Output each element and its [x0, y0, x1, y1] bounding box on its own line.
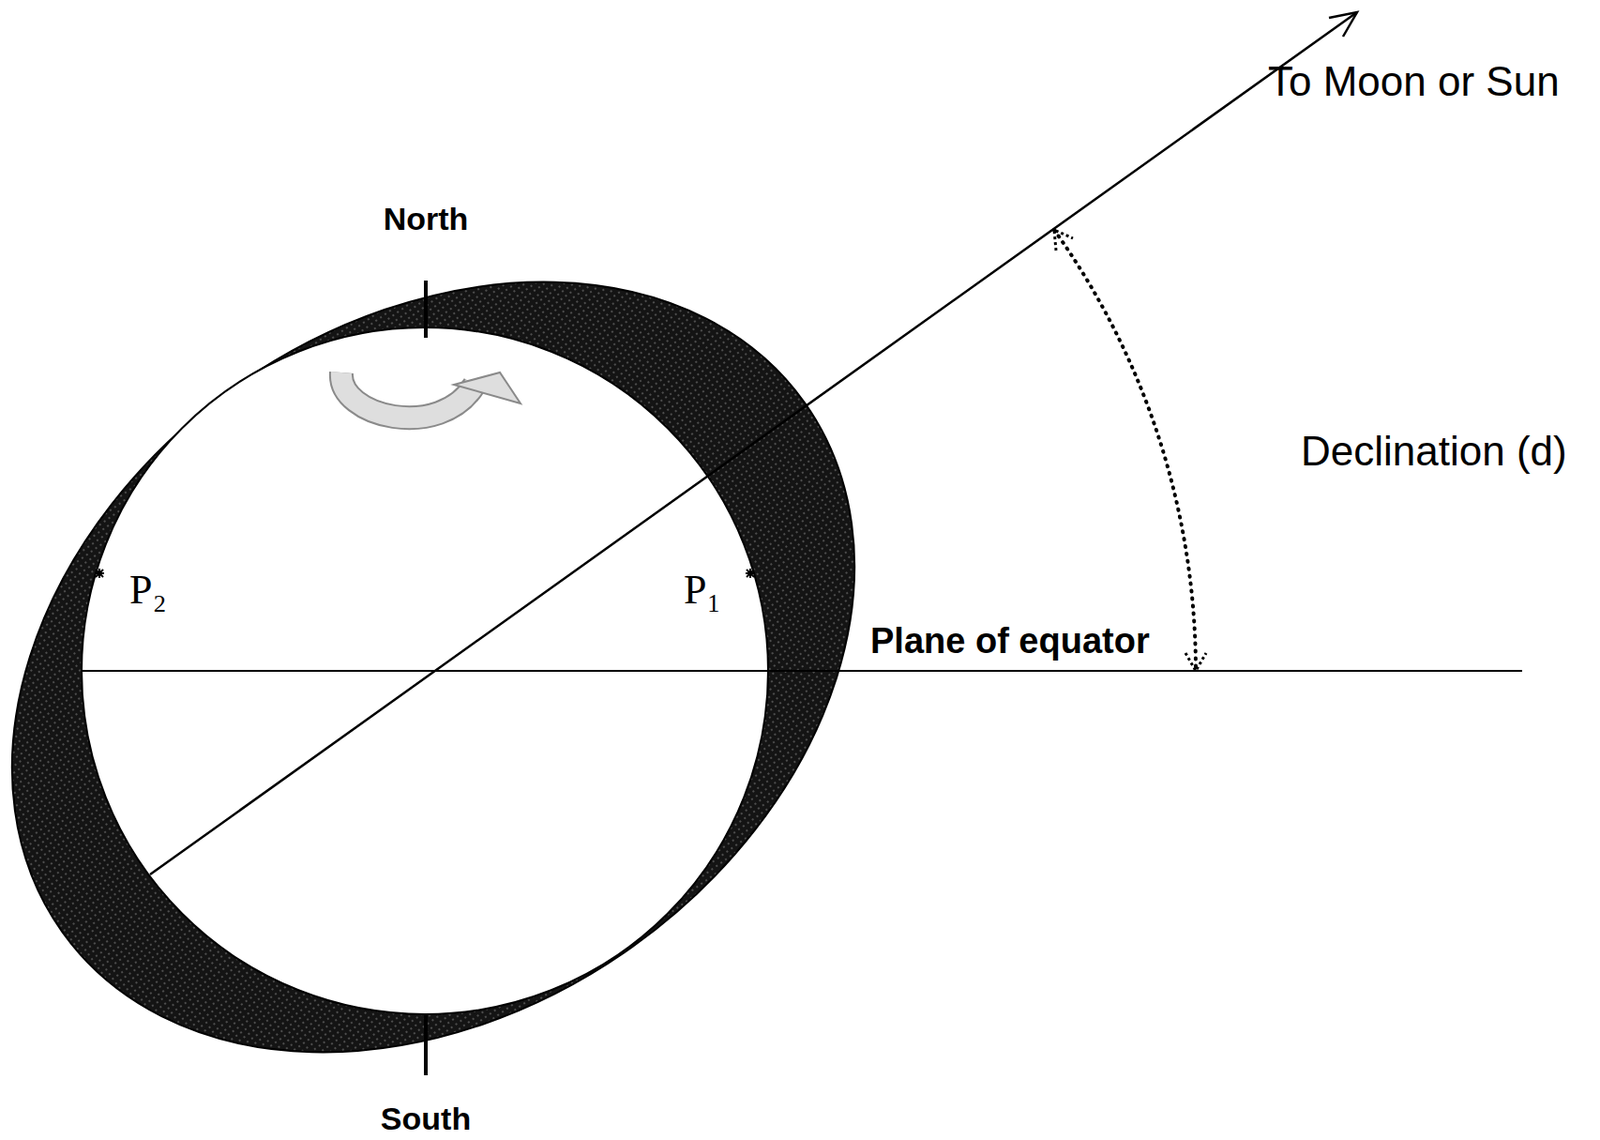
pole-label: North: [383, 200, 469, 238]
target-label: To Moon or Sun: [1267, 58, 1560, 106]
pole-label: South: [380, 1100, 471, 1137]
tidal-bulge: [0, 122, 1004, 1140]
equator-line: [81, 669, 1523, 672]
declination-arc: [1054, 229, 1196, 671]
point-label: P₁: [683, 566, 722, 615]
point-marker: [94, 568, 105, 578]
arc-arrow-head: [1054, 229, 1073, 251]
arrow-head: [1328, 12, 1358, 37]
plane-label: Plane of equator: [870, 620, 1150, 663]
point-marker: [745, 568, 755, 578]
rotation-arrow: [341, 372, 475, 418]
point-label: P₂: [129, 566, 167, 615]
arc-arrow-head: [1185, 652, 1207, 671]
angle-label: Declination (d): [1300, 427, 1568, 476]
north-tick: [423, 280, 428, 338]
rotation-arrow: [341, 372, 475, 418]
south-tick: [423, 1012, 428, 1075]
rotation-arrow-head: [453, 372, 521, 404]
direction-line: [150, 12, 1358, 875]
